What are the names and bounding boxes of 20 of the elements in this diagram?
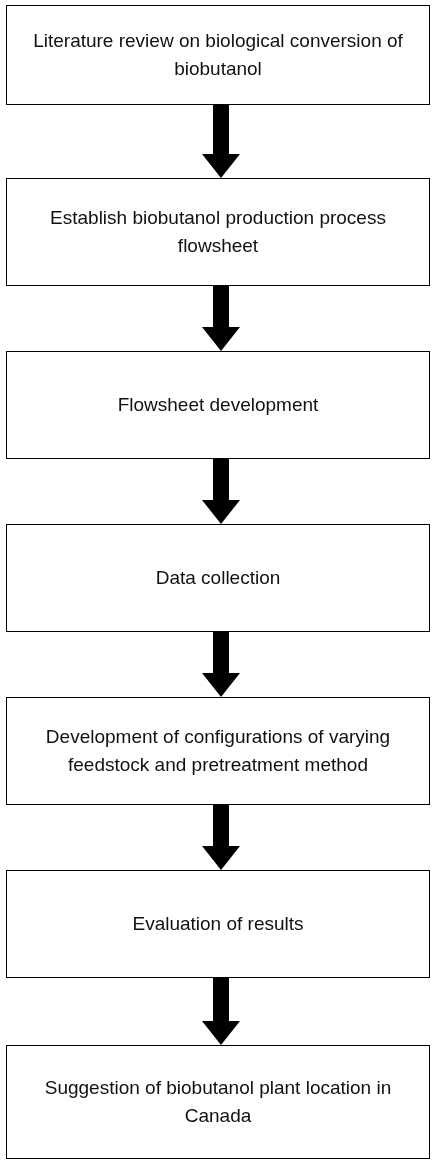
process-box (6, 178, 430, 286)
block-arrow (202, 805, 240, 870)
process-box (6, 351, 430, 459)
process-box (6, 870, 430, 978)
process-box (6, 5, 430, 105)
block-arrow (202, 286, 240, 351)
block-arrow (202, 459, 240, 524)
process-box (6, 524, 430, 632)
block-arrow (202, 632, 240, 697)
process-box (6, 697, 430, 805)
step-text: Evaluation of results (132, 911, 304, 936)
block-arrow (202, 105, 240, 178)
step-text: Suggestion of biobutanol plant location in Canada (43, 1075, 393, 1128)
step-text: Literature review on biological conversion of biobutanol (32, 28, 404, 81)
process-box (6, 1045, 430, 1159)
step-text: Flowsheet development (117, 392, 319, 417)
step-text: Data collection (155, 565, 281, 590)
step-text: Development of configurations of varying feedstock and pretreatment method (44, 724, 392, 777)
step-text: Establish biobutanol production process flowsheet (49, 205, 387, 258)
block-arrow (202, 978, 240, 1045)
